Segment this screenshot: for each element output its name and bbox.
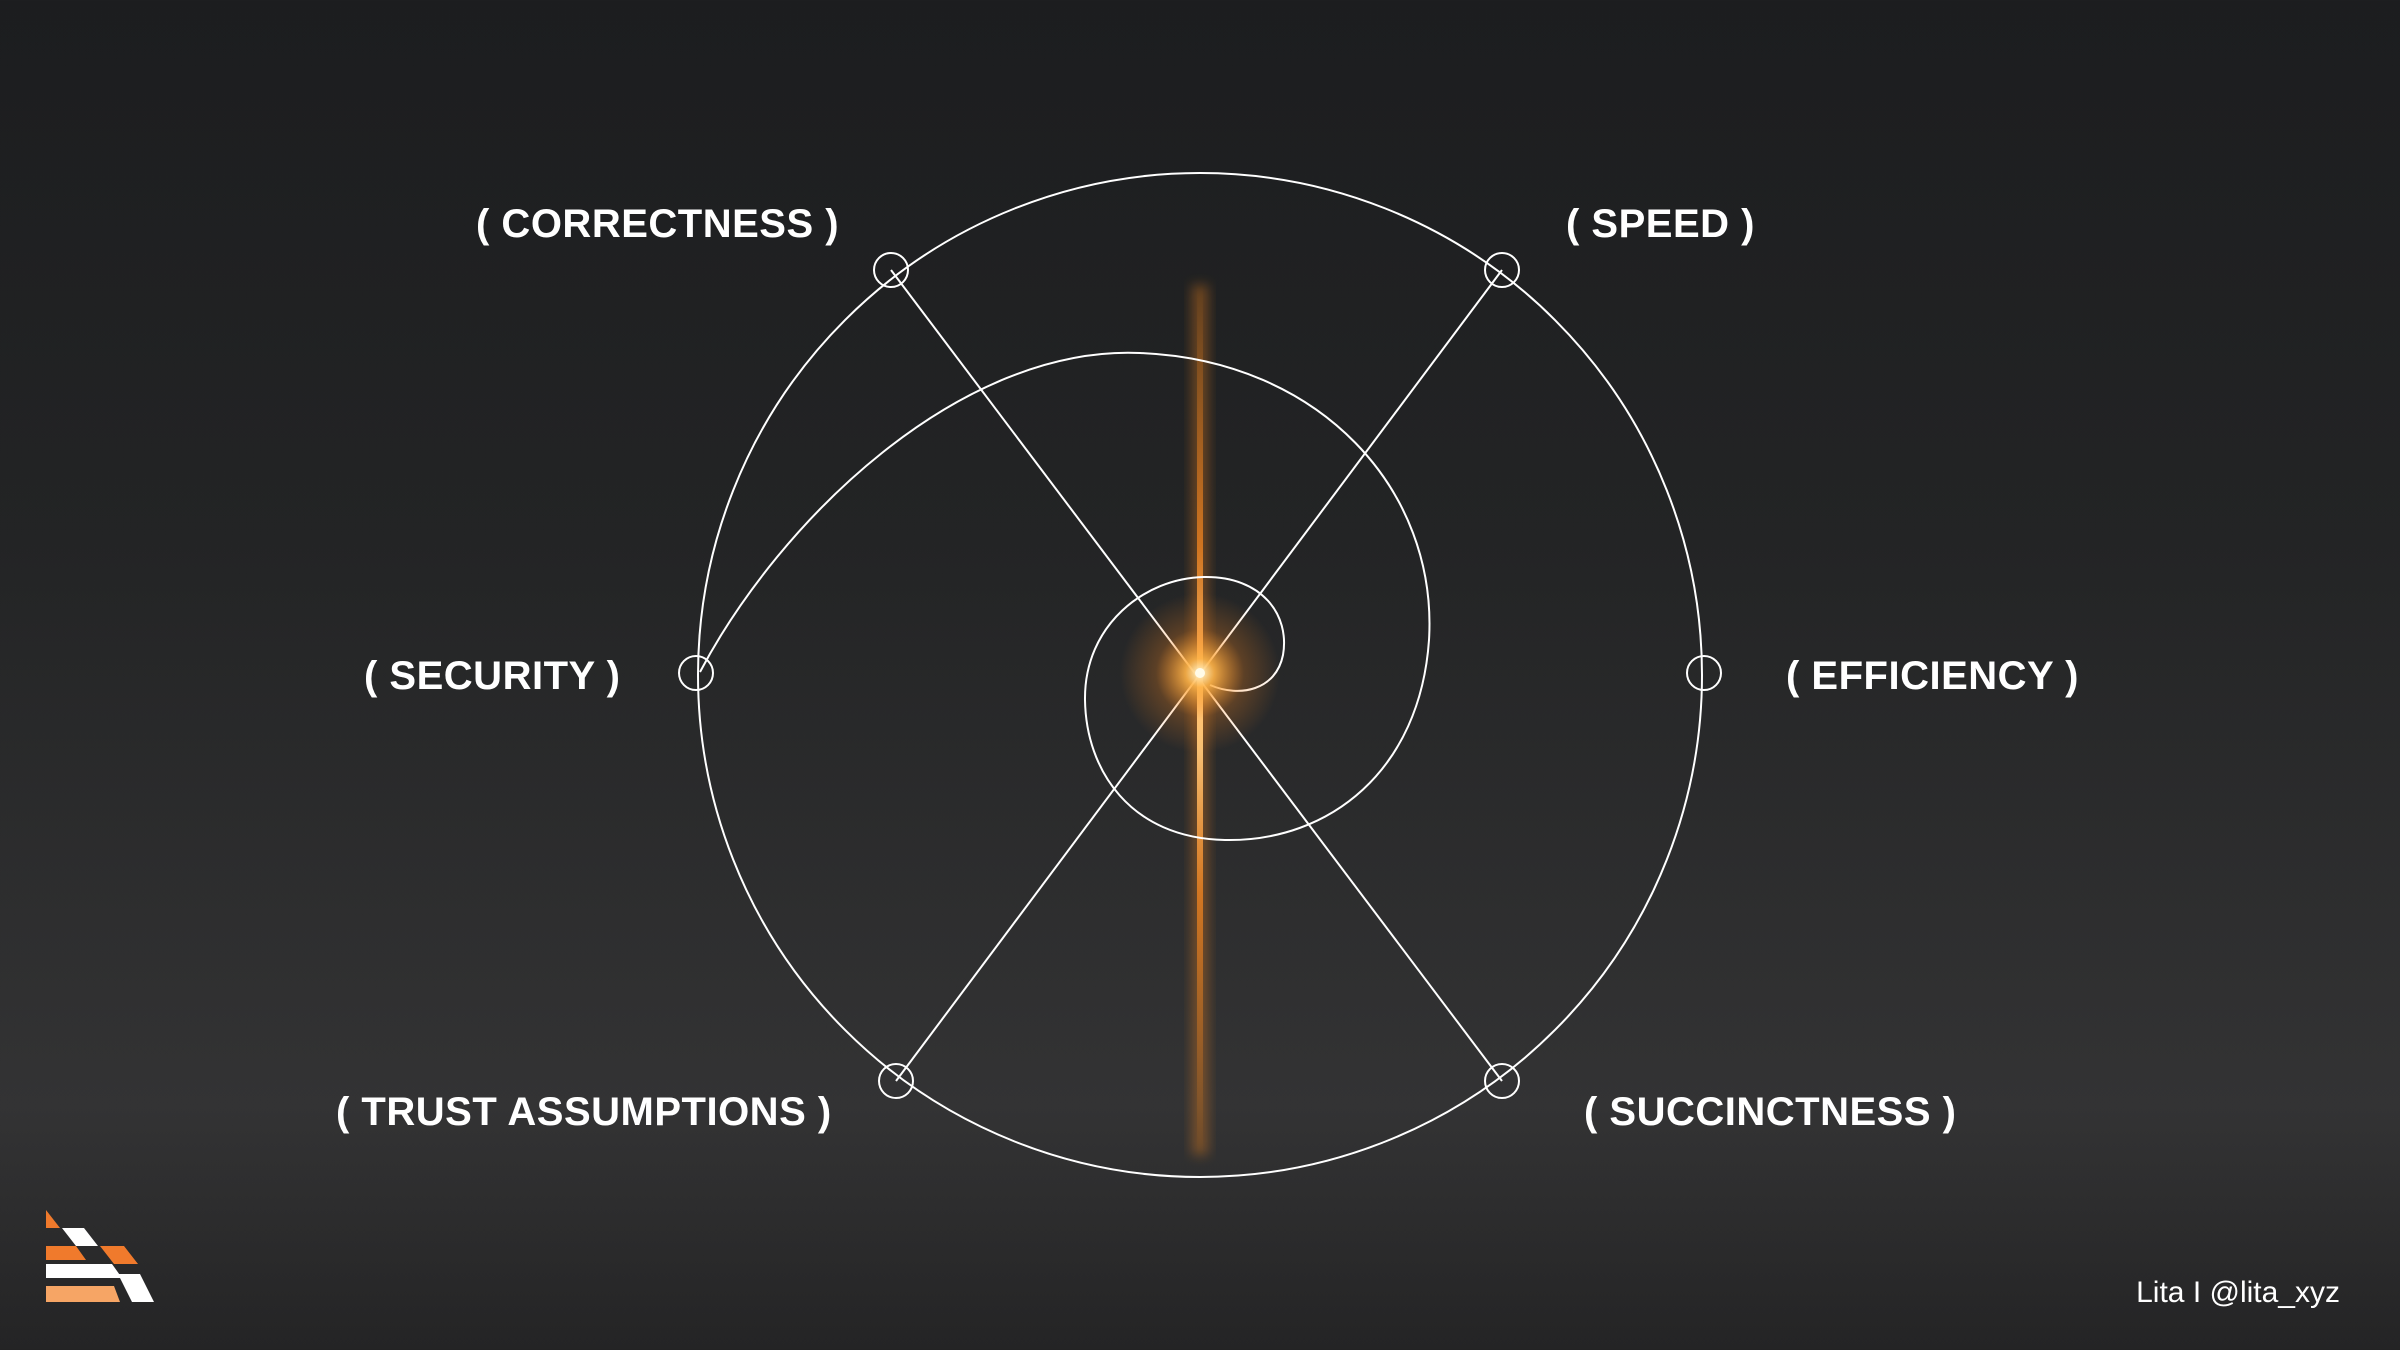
logo-orange-stripe-right	[100, 1246, 138, 1264]
lita-logo-icon	[46, 1210, 154, 1302]
logo-white-stripe-bottom	[118, 1274, 154, 1302]
label-trust-assumptions: ( TRUST ASSUMPTIONS )	[336, 1090, 832, 1134]
center-point	[1195, 668, 1205, 678]
label-efficiency: ( EFFICIENCY )	[1786, 654, 2079, 698]
node-efficiency	[1686, 655, 1722, 691]
node-security	[678, 655, 714, 691]
label-succinctness: ( SUCCINCTNESS )	[1584, 1090, 1957, 1134]
node-correctness	[873, 252, 909, 288]
author-credit: Lita I @lita_xyz	[2136, 1276, 2340, 1309]
logo-orange-bar-2	[46, 1286, 120, 1302]
label-speed: ( SPEED )	[1566, 202, 1755, 246]
logo-white-bar-mid	[46, 1264, 122, 1278]
node-speed	[1484, 252, 1520, 288]
label-security: ( SECURITY )	[364, 654, 621, 698]
logo-white-stripe-top	[62, 1228, 98, 1246]
label-correctness: ( CORRECTNESS )	[476, 202, 840, 246]
spiral-curve	[699, 351, 1431, 842]
node-trust-assumptions	[878, 1063, 914, 1099]
logo-orange-bar-1	[46, 1246, 86, 1260]
node-succinctness	[1484, 1063, 1520, 1099]
logo-orange-tip	[46, 1210, 60, 1228]
